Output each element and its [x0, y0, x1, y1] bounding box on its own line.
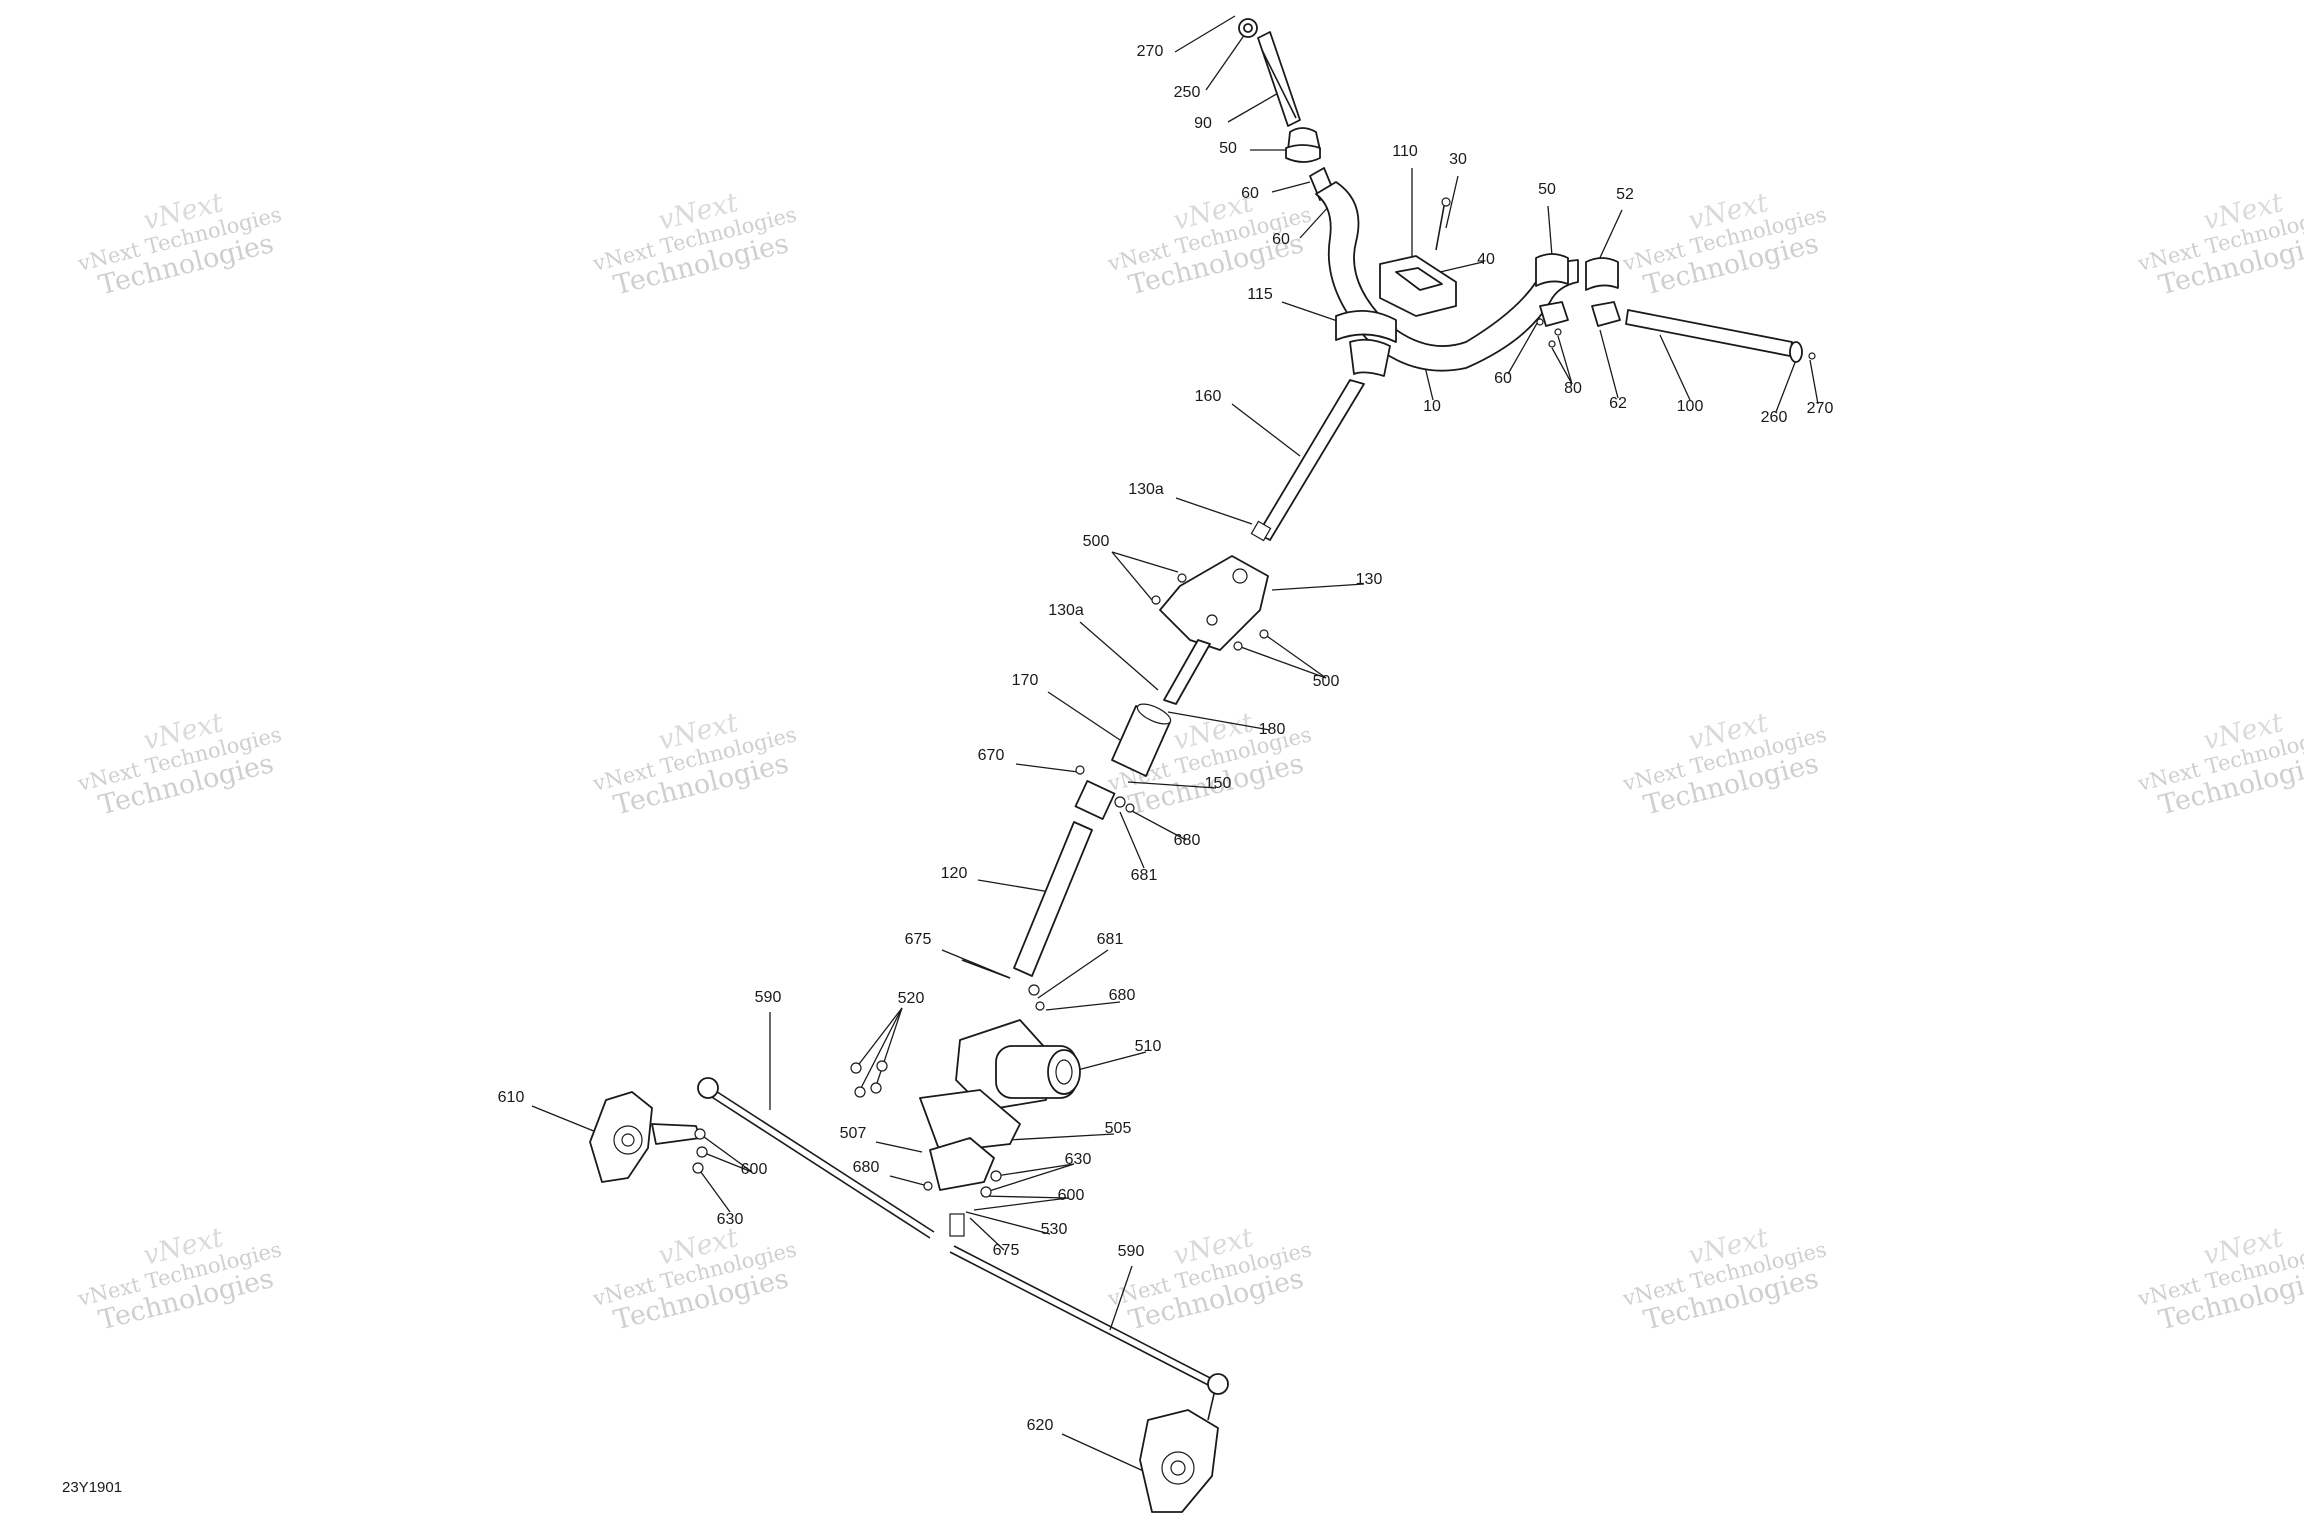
callout-labels: 270 250 90 50 60 60 110 30 40 50 52 115 160 10 60 80 62 1… [498, 43, 1834, 1434]
callout-label: 52 [1616, 186, 1634, 203]
callout-label: 600 [741, 1161, 768, 1178]
tie-rods [697, 1077, 1229, 1395]
callout-label: 100 [1677, 398, 1704, 415]
callout-label: 50 [1538, 181, 1556, 198]
bar-extension [1625, 309, 1816, 363]
callout-label: 180 [1259, 721, 1286, 738]
callout-label: 110 [1392, 143, 1418, 160]
callout-label: 170 [1012, 672, 1039, 689]
callout-label: 680 [1174, 832, 1201, 849]
callout-label: 670 [978, 747, 1005, 764]
callout-label: 60 [1494, 370, 1512, 387]
callout-label: 120 [941, 865, 968, 882]
upper-shaft [1238, 18, 1335, 201]
callout-label: 520 [898, 990, 925, 1007]
callout-label: 505 [1105, 1120, 1132, 1137]
callout-label: 50 [1219, 140, 1237, 157]
knuckle-left [589, 1091, 708, 1183]
callout-label: 80 [1564, 380, 1582, 397]
callout-label: 30 [1449, 151, 1467, 168]
callout-label: 130a [1128, 481, 1164, 498]
callout-label: 590 [755, 989, 782, 1006]
boot-cylinder [1111, 703, 1172, 777]
callout-label: 675 [905, 931, 932, 948]
callout-label: 610 [498, 1089, 525, 1106]
callout-label: 10 [1423, 398, 1441, 415]
column-upper [1250, 309, 1397, 542]
callout-label: 160 [1195, 388, 1222, 405]
callout-label: 150 [1205, 775, 1232, 792]
callout-label: 260 [1761, 409, 1788, 426]
clamp-blocks [1535, 253, 1621, 348]
callout-label: 270 [1137, 43, 1164, 60]
intermediate-shaft [961, 765, 1135, 1011]
callout-label: 590 [1118, 1243, 1145, 1260]
callout-label: 510 [1135, 1038, 1162, 1055]
callout-label: 681 [1131, 867, 1158, 884]
callout-label: 630 [1065, 1151, 1092, 1168]
callout-label: 250 [1174, 84, 1201, 101]
callout-label: 500 [1083, 533, 1110, 550]
callout-label: 130a [1048, 602, 1084, 619]
callout-label: 115 [1247, 286, 1273, 303]
callout-label: 90 [1194, 115, 1212, 132]
drawing-reference: 23Y1901 [62, 1479, 122, 1496]
callout-label: 600 [1058, 1187, 1085, 1204]
callout-label: 680 [853, 1159, 880, 1176]
callout-label: 60 [1241, 185, 1259, 202]
callout-label: 62 [1609, 395, 1627, 412]
callout-label: 620 [1027, 1417, 1054, 1434]
knuckle-right [1139, 1393, 1219, 1513]
column-bracket [1151, 555, 1269, 705]
callout-label: 40 [1477, 251, 1495, 268]
callout-label: 675 [993, 1242, 1020, 1259]
parts [589, 18, 1816, 1513]
callout-label: 630 [717, 1211, 744, 1228]
callout-label: 507 [840, 1125, 867, 1142]
callout-label: 130 [1356, 571, 1383, 588]
callout-label: 60 [1272, 231, 1290, 248]
callout-label: 680 [1109, 987, 1136, 1004]
callout-label: 681 [1097, 931, 1124, 948]
callout-label: 500 [1313, 673, 1340, 690]
power-steering-unit [850, 1019, 1081, 1237]
callout-label: 270 [1807, 400, 1834, 417]
callout-label: 530 [1041, 1221, 1068, 1238]
